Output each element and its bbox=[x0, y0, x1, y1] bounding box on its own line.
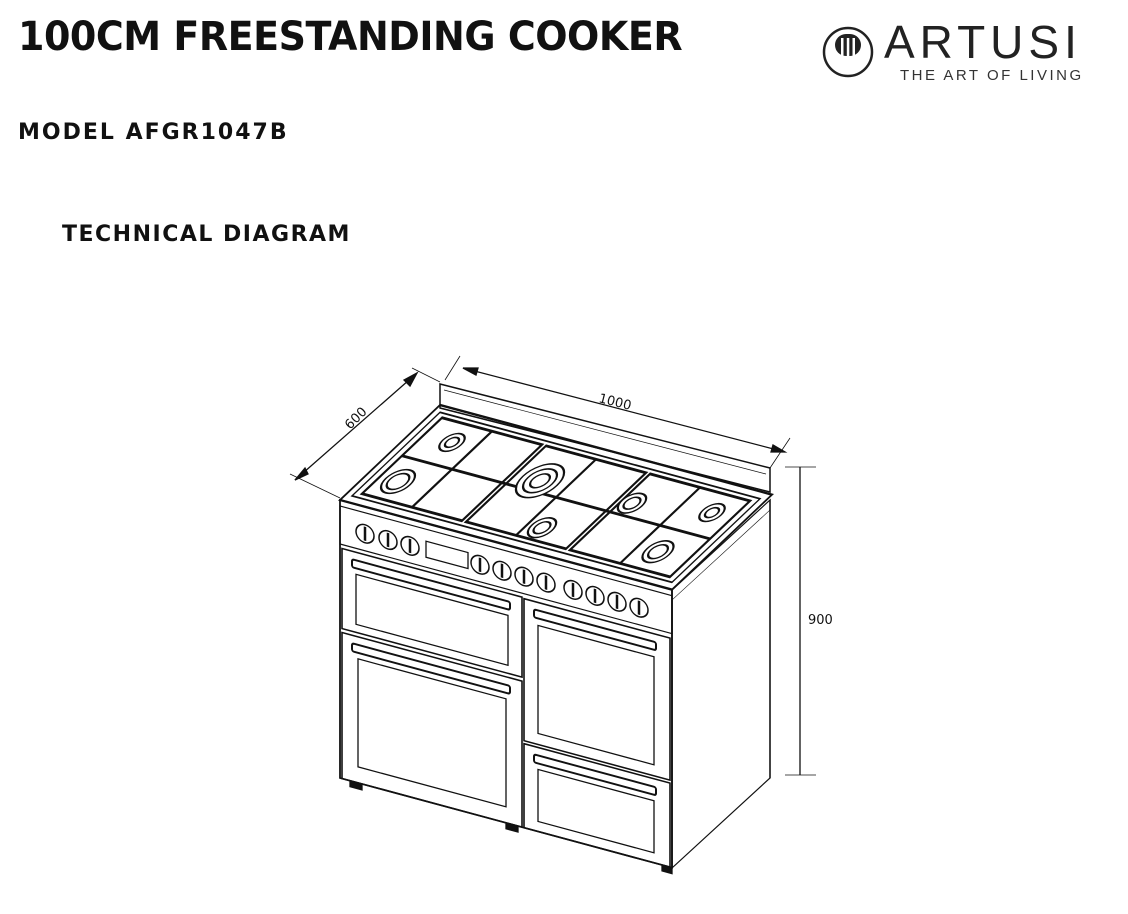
depth-label: 600 bbox=[342, 405, 370, 433]
height-label: 900 bbox=[808, 613, 833, 628]
width-label: 1000 bbox=[597, 391, 633, 414]
right-upper-oven-door bbox=[523, 597, 671, 782]
page-title: 100cm Freestanding Cooker bbox=[18, 14, 683, 60]
hob-top bbox=[338, 403, 774, 591]
logo-tagline: THE ART OF LIVING bbox=[900, 67, 1084, 84]
model-number: Model AFGR1047B bbox=[18, 120, 289, 145]
front-panel bbox=[339, 498, 673, 875]
height-dimension bbox=[785, 466, 816, 776]
logo-mark-icon bbox=[822, 26, 874, 78]
logo-brand: ARTUSI bbox=[884, 16, 1082, 68]
backsplash bbox=[439, 383, 771, 493]
burner-icon bbox=[379, 432, 726, 564]
width-dimension bbox=[444, 355, 791, 469]
control-knob-icon bbox=[355, 523, 649, 618]
depth-dimension bbox=[289, 367, 441, 499]
right-storage-drawer bbox=[523, 742, 671, 869]
display-panel bbox=[425, 540, 469, 570]
section-heading: Technical Diagram bbox=[62, 222, 351, 247]
artusi-logo: ARTUSI THE ART OF LIVING bbox=[822, 16, 1112, 86]
left-lower-oven-door bbox=[341, 631, 523, 829]
left-upper-oven-door bbox=[341, 547, 523, 679]
side-panel bbox=[671, 498, 771, 870]
